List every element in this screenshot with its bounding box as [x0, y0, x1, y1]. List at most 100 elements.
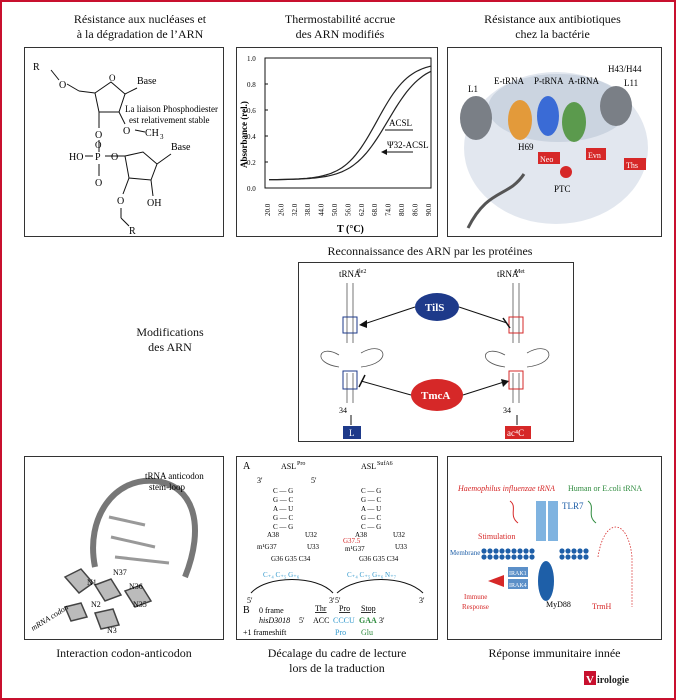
virologie-logo: V irologie [584, 671, 630, 686]
a-trna-label: A-tRNA [568, 76, 599, 86]
ribosome-structure: L1 E-tRNA P-tRNA A-tRNA H43/H44 L11 H69 … [460, 64, 648, 229]
h43-label: H43/H44 [608, 64, 642, 74]
x-tick-label: 50.0 [331, 203, 339, 216]
membrane-bead [565, 554, 571, 560]
g375-right: G37.5 [343, 537, 361, 545]
base-pair [108, 515, 146, 527]
tmca-arrowhead [501, 379, 509, 387]
u33-left: U33 [307, 543, 320, 551]
psi32-curve [268, 70, 432, 181]
nucleotide [93, 608, 121, 630]
stimulation-label: Stimulation [478, 532, 515, 541]
y-axis-label: Absorbance (rel.) [239, 101, 249, 168]
po-label: O [95, 140, 102, 150]
myd88-label: MyD88 [546, 600, 571, 609]
ptc-label: PTC [554, 184, 571, 194]
trmh-label: TrmH [592, 602, 611, 611]
psi-arrowhead [381, 149, 387, 155]
e-trna [508, 100, 532, 140]
asl-pro-sup: Pro [297, 461, 305, 467]
right-3prime-mrna: 3' [419, 596, 425, 605]
seq-5prime: 5' [299, 616, 305, 625]
glu-label: Glu [361, 628, 373, 637]
tmca-label: TmcA [421, 390, 450, 402]
membrane-bead [517, 548, 523, 554]
frameshift-label: +1 frameshift [243, 628, 287, 637]
pro-shift-label: Pro [335, 628, 346, 637]
ch3-sub: 3 [160, 133, 164, 141]
immune-diagram: Haemophilus influenzae tRNA Human or E.c… [450, 484, 642, 611]
stop-label: Stop [361, 604, 376, 613]
o2-label: O [123, 126, 130, 137]
stem-pair: C — G [361, 487, 381, 495]
psi32-label: Ψ32-ACSL [387, 140, 429, 150]
caption-line: Résistance aux antibiotiques [484, 12, 621, 26]
stem-pair: G — C [361, 496, 382, 504]
a38-right: A38 [355, 531, 368, 539]
n1-label: N1 [87, 578, 97, 587]
stem-pair: C — G [273, 523, 293, 531]
membrane-bead [559, 548, 565, 554]
trna-left-label: tRNA [339, 269, 361, 279]
x-tick-label: 56.0 [344, 203, 352, 216]
right-stem: C — GG — CA — UG — CC — G [361, 487, 382, 531]
membrane-bead [583, 554, 589, 560]
membrane-bead [523, 548, 529, 554]
pos34-left: 34 [339, 406, 347, 415]
o-ring-label: O [109, 73, 116, 83]
x-tick-label: 20.0 [264, 203, 272, 216]
left-mrna-arc [250, 579, 334, 594]
p-trna-label: P-tRNA [534, 76, 564, 86]
membrane-bead [511, 548, 517, 554]
thr-label: Thr [315, 604, 327, 613]
nucleotide [93, 578, 123, 602]
membrane-bead [577, 548, 583, 554]
n37-label: N37 [113, 568, 127, 577]
ths-label: Ths [626, 161, 638, 170]
irak1-box [508, 567, 528, 577]
membrane-bead [583, 548, 589, 554]
x-tick-label: 62.0 [358, 203, 366, 216]
u32-left: U32 [305, 531, 318, 539]
right-highlight-top [508, 316, 524, 334]
haemo-trna-icon [509, 500, 519, 524]
caption-line: chez la bactérie [515, 27, 590, 41]
right-anticodon-stem [512, 373, 520, 403]
haemophilus-label: Haemophilus influenzae tRNA [457, 484, 555, 493]
p-trna [537, 96, 559, 136]
human-trna-label: Human or E.coli tRNA [568, 484, 642, 493]
stem-pair: C — G [273, 487, 293, 495]
l11-protein [600, 86, 632, 126]
n3-label: N3 [107, 626, 117, 635]
left-stem: C — GG — CA — UG — CC — G [273, 487, 294, 531]
left-3prime-mrna: 3' [329, 596, 335, 605]
asl-pro-label: ASL [281, 462, 296, 471]
ths-box [624, 158, 646, 170]
membrane-bead [559, 554, 565, 560]
ch3-label: CH [145, 128, 159, 139]
svg-text:V: V [586, 674, 594, 686]
e-trna-label: E-tRNA [494, 76, 524, 86]
irak4-label: IRAK4 [509, 583, 527, 589]
left-acceptor-stem [346, 283, 354, 343]
frameshift-diagram: A ASL Pro ASL SufA6 3' 5' C — GG — CA — … [243, 460, 425, 637]
logo-text: irologie [597, 675, 630, 686]
o3b-label: O [117, 196, 124, 207]
seq-stop: GAA [359, 616, 377, 625]
nucleotide [123, 584, 153, 608]
left-highlight-bottom [342, 370, 358, 390]
n2-label: N2 [91, 600, 101, 609]
base2-label: Base [171, 142, 191, 153]
tmca-enzyme [411, 379, 463, 411]
r2-label: R [129, 226, 136, 237]
trna-recognition: tRNA Ile2 tRNA Met TilS TmcA 34 34 [320, 269, 550, 439]
neo-label: Neo [540, 155, 553, 164]
ac4c-label: ac⁴C [507, 428, 524, 438]
lysidine-box [343, 426, 361, 439]
evn-label: Evn [588, 151, 601, 160]
y-tick-label: 0.6 [247, 107, 256, 115]
right-5prime-mrna: 5' [335, 596, 341, 605]
right-t-arm [526, 348, 550, 368]
